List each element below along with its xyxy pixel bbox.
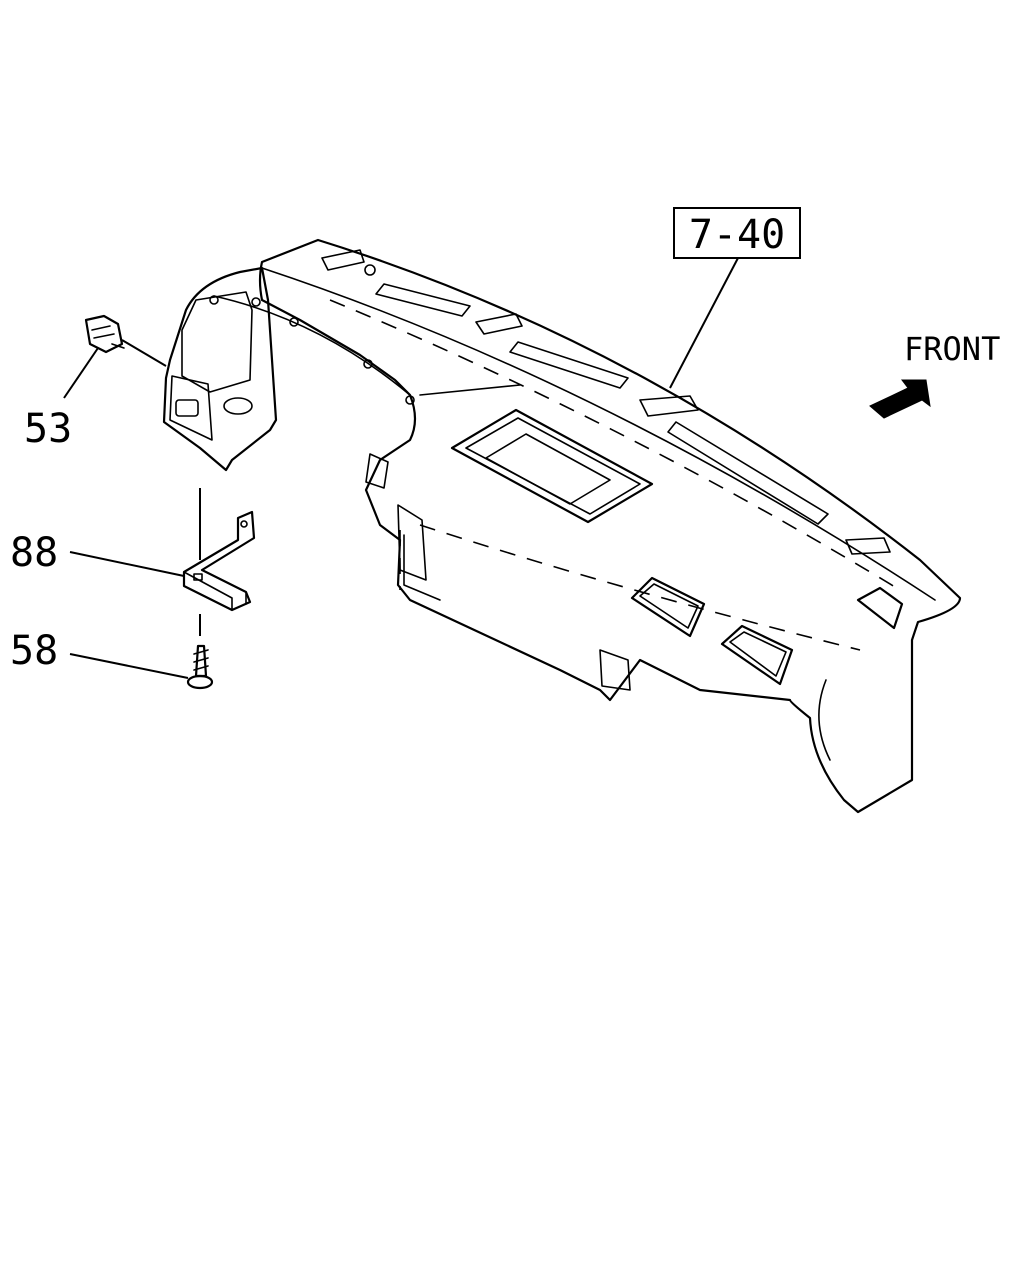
leader-53-to-panel	[121, 339, 167, 367]
leader-7-40	[669, 257, 739, 389]
screw-part-58	[186, 644, 214, 690]
leader-58	[69, 653, 189, 679]
part-label-53: 53	[24, 406, 72, 452]
instrument-panel-assembly	[162, 238, 962, 814]
clip-part-53	[84, 314, 125, 354]
part-label-88: 88	[10, 530, 58, 576]
bracket-part-88	[182, 510, 256, 612]
front-arrow-icon	[869, 379, 931, 419]
leader-88	[69, 551, 185, 577]
leader-53	[63, 347, 99, 399]
ref-label-7-40: 7-40	[689, 212, 785, 258]
part-label-58: 58	[10, 628, 58, 674]
front-direction-label: FRONT	[904, 330, 1000, 368]
